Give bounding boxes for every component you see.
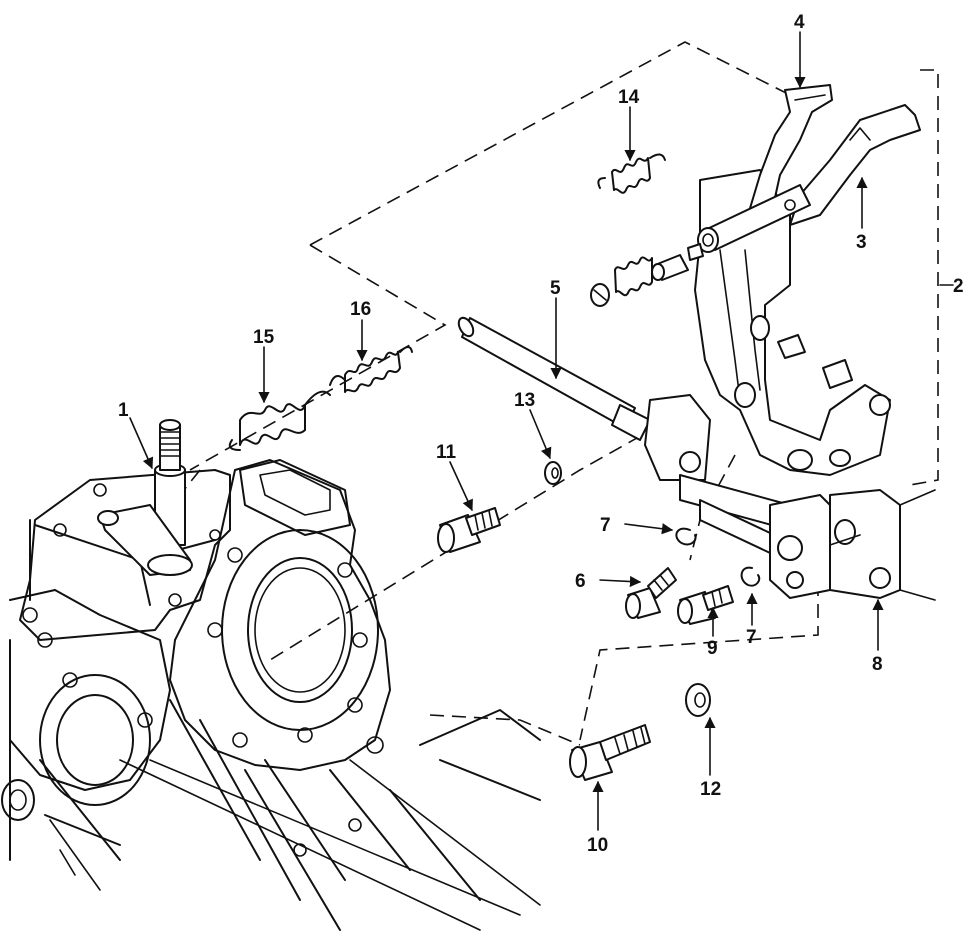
callout-7a: 7 — [600, 515, 611, 536]
bolt-part-10 — [569, 724, 651, 781]
callout-12: 12 — [700, 779, 721, 800]
callout-10: 10 — [587, 835, 608, 856]
lock-washer-part-7b — [740, 566, 761, 587]
spring-part-14 — [597, 153, 666, 194]
bolt-part-9 — [677, 585, 734, 625]
assembly-dashed-lines — [159, 41, 939, 746]
callout-13: 13 — [514, 390, 535, 411]
callout-5: 5 — [550, 278, 561, 299]
lever-bracket-assembly — [694, 84, 921, 476]
bolt-part-11 — [437, 507, 501, 553]
callout-9: 9 — [707, 638, 718, 659]
washer-part-13 — [544, 461, 562, 485]
callout-8: 8 — [872, 654, 883, 675]
callout-15: 15 — [253, 327, 275, 348]
callout-leaders — [129, 31, 954, 831]
callout-2: 2 — [953, 276, 964, 297]
clamp-block-part-8 — [644, 394, 936, 601]
spring-part-16 — [329, 346, 413, 393]
callout-3: 3 — [856, 232, 867, 253]
washer-part-12 — [685, 683, 711, 717]
spring-part-15 — [228, 390, 331, 451]
callout-4: 4 — [794, 12, 805, 33]
transmission-housing — [1, 459, 541, 931]
shaft-part-5 — [457, 316, 651, 441]
callout-labels: 1 2 3 4 5 6 7 7 8 9 10 11 12 13 14 15 16 — [118, 12, 964, 856]
lever-shaft-part-1 — [97, 419, 193, 576]
callout-16: 16 — [350, 299, 371, 320]
lock-washer-part-7a — [675, 527, 697, 546]
callout-7b: 7 — [746, 627, 757, 648]
detent-plunger-group — [590, 243, 704, 307]
callout-1: 1 — [118, 400, 129, 421]
bolt-part-6 — [625, 567, 677, 619]
callout-6: 6 — [575, 571, 586, 592]
callout-14: 14 — [618, 87, 640, 108]
callout-11: 11 — [436, 442, 457, 463]
